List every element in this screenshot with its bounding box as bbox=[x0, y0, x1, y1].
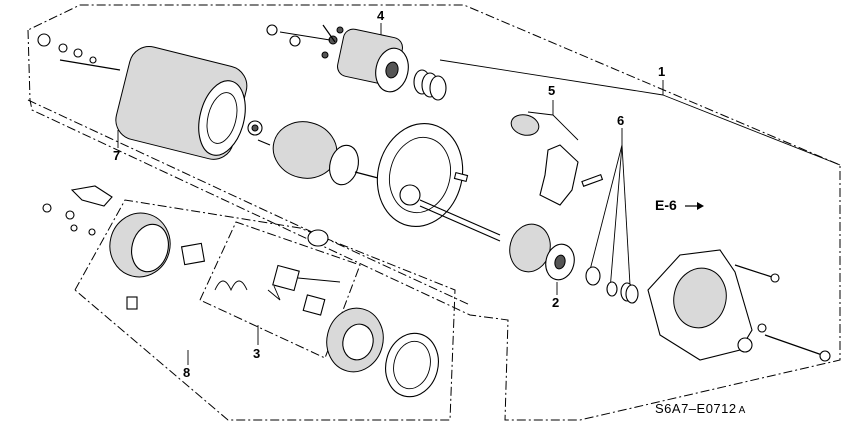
front-housing bbox=[647, 249, 831, 362]
callout-2: 2 bbox=[552, 282, 559, 310]
assembly-boundary bbox=[27, 4, 841, 421]
callout-1: 1 bbox=[439, 59, 841, 166]
armature bbox=[257, 121, 379, 186]
gear-housing bbox=[376, 122, 501, 242]
yoke-housing bbox=[37, 33, 263, 160]
reference-label: E-6 bbox=[655, 197, 677, 213]
callout-3-label: 3 bbox=[253, 346, 260, 361]
callout-1-label: 1 bbox=[658, 64, 665, 79]
brush-group-boundary bbox=[74, 199, 456, 421]
brush-holder-boundary bbox=[199, 221, 361, 359]
callout-3: 3 bbox=[253, 325, 260, 361]
callout-6: 6 bbox=[589, 113, 631, 291]
callout-5-label: 5 bbox=[548, 83, 555, 98]
brush-plate bbox=[326, 307, 439, 398]
plunger-spring bbox=[413, 69, 447, 101]
callout-7: 7 bbox=[113, 130, 120, 163]
callout-8-label: 8 bbox=[183, 365, 190, 380]
callout-5: 5 bbox=[527, 83, 579, 141]
armature-boundary bbox=[27, 99, 471, 306]
callout-6-label: 6 bbox=[617, 113, 624, 128]
callout-4: 4 bbox=[377, 8, 385, 35]
callout-8: 8 bbox=[183, 350, 190, 380]
stop-ring-and-spring bbox=[585, 266, 639, 304]
brush-holder bbox=[180, 229, 341, 316]
callout-2-label: 2 bbox=[552, 295, 559, 310]
end-cover bbox=[42, 185, 171, 310]
overrunning-clutch bbox=[509, 223, 575, 281]
callout-7-label: 7 bbox=[113, 148, 120, 163]
solenoid-switch bbox=[266, 24, 409, 93]
shift-lever bbox=[510, 114, 604, 206]
callout-4-label: 4 bbox=[377, 8, 385, 23]
reference-e6: E-6 bbox=[655, 197, 704, 213]
